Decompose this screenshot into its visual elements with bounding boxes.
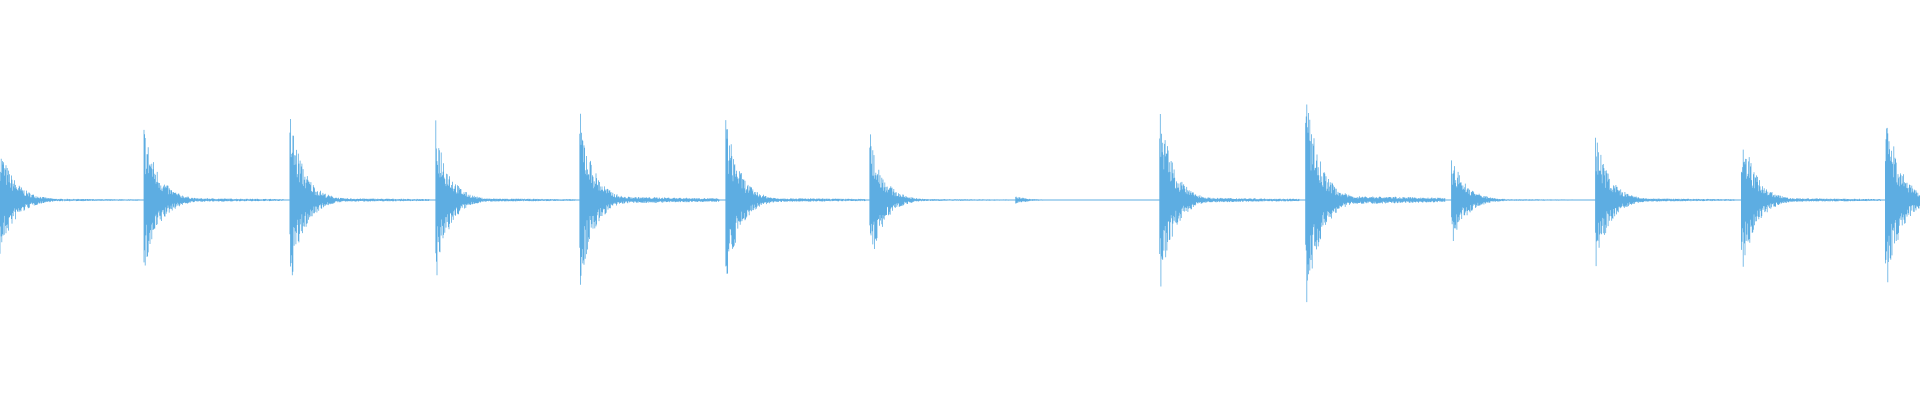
transient-hit <box>579 113 720 285</box>
transient-waveform-12 <box>1741 149 1881 267</box>
transient-hit <box>1451 160 1592 241</box>
transient-hit <box>1741 149 1881 267</box>
transient-hit <box>143 129 284 266</box>
transient-hit <box>1595 137 1736 267</box>
transient-waveform-8 <box>1159 114 1300 287</box>
transient-hit <box>289 119 430 276</box>
transient-waveform-4 <box>579 113 720 285</box>
transient-waveform-3 <box>435 120 576 276</box>
transient-hit <box>1015 196 1080 204</box>
transient-waveform-6 <box>869 134 1010 249</box>
transient-waveform-0 <box>0 158 140 254</box>
transient-waveform-11 <box>1595 137 1736 267</box>
transient-waveform-1 <box>143 129 284 266</box>
transient-hit <box>1159 114 1300 287</box>
transient-hit <box>1885 127 1920 283</box>
transient-waveform-7 <box>1015 196 1080 204</box>
transient-hit <box>435 120 576 276</box>
transient-hit <box>725 120 866 274</box>
transient-waveform-10 <box>1451 160 1592 241</box>
transient-waveform-5 <box>725 120 866 274</box>
transient-waveform-13 <box>1885 127 1920 283</box>
transient-waveform-2 <box>289 119 430 276</box>
transient-waveform-9 <box>1305 104 1446 303</box>
transient-hit <box>0 158 140 254</box>
transient-hit <box>1305 104 1446 303</box>
transient-hit <box>869 134 1010 249</box>
